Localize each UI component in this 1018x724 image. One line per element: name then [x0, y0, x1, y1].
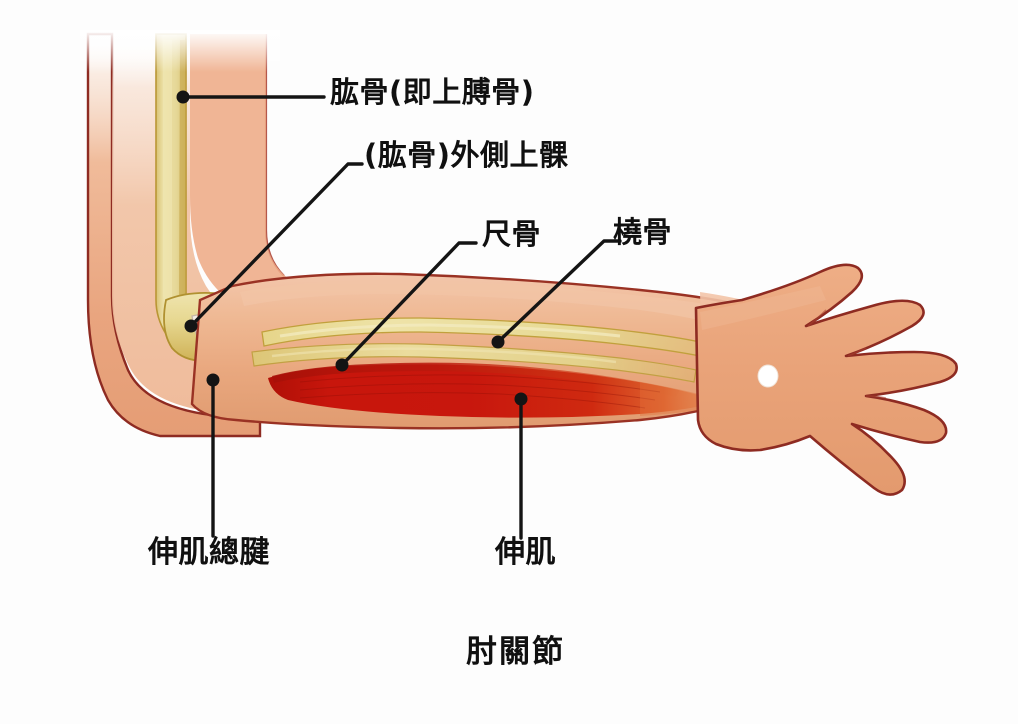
- figure-title: 肘關節: [466, 634, 565, 670]
- hand-marker-dot: [757, 364, 779, 388]
- label-radius: 橈骨: [613, 215, 673, 249]
- hand-group: [694, 263, 958, 496]
- forearm-group: [190, 272, 770, 430]
- leader-epicondyle: [184, 162, 364, 333]
- leader-radius: [491, 239, 622, 349]
- leader-ulna: [335, 241, 478, 372]
- label-lateral-epicondyle: (肱骨)外側上髁: [364, 138, 569, 172]
- radius-highlight: [271, 347, 617, 364]
- hand-shading: [700, 286, 826, 330]
- muscle-striations: [299, 374, 661, 409]
- forearm-upper-shading: [240, 279, 738, 330]
- label-ulna: 尺骨: [482, 217, 542, 251]
- label-humerus: 肱骨(即上膊骨): [330, 75, 535, 109]
- humerus-bone-highlight: [163, 40, 178, 322]
- finger-creases: [807, 309, 887, 399]
- leader-extensor: [514, 392, 528, 540]
- radius-bone: [251, 343, 697, 383]
- top-fade-mask: [80, 30, 280, 72]
- leader-tendon: [206, 373, 220, 538]
- leader-humerus: [176, 90, 326, 104]
- humerus-bone-shadow: [179, 40, 194, 331]
- label-extensor-muscle: 伸肌: [495, 535, 556, 570]
- leader-lines: [176, 90, 622, 540]
- label-common-extensor-tendon: 伸肌總腱: [148, 535, 270, 570]
- ulna-highlight: [279, 323, 621, 338]
- extensor-muscle-upper-band: [272, 362, 680, 397]
